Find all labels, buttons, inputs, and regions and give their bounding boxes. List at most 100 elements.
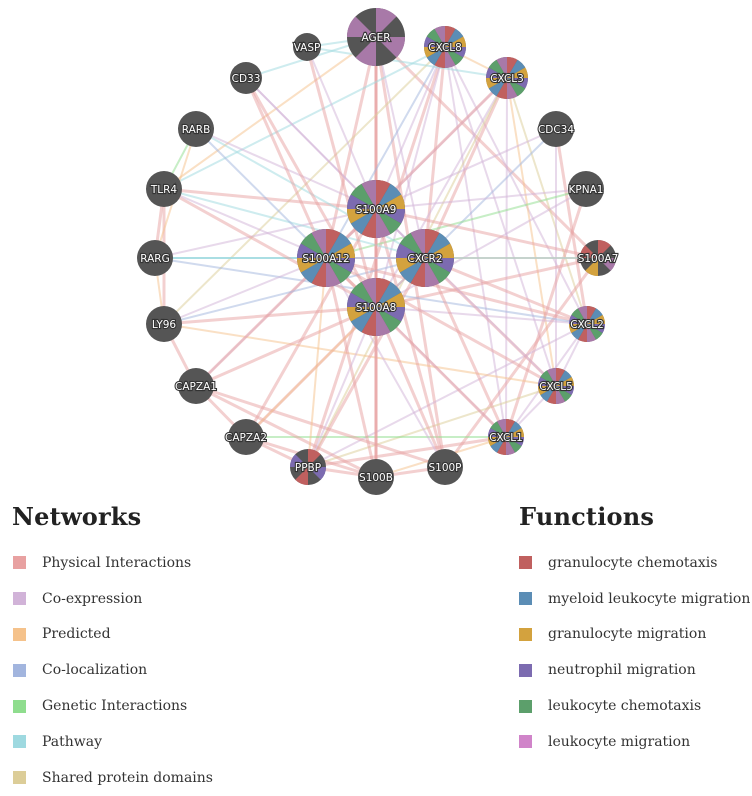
node-label: CXCL5 — [539, 381, 573, 393]
node-function-slice — [326, 229, 341, 258]
node-function-slice — [426, 28, 445, 47]
node-function-slice — [350, 281, 376, 307]
functions-legend-title: Functions — [519, 502, 655, 531]
edge-coexpression — [325, 257, 446, 468]
node-cdc34[interactable]: CDC34 — [537, 111, 575, 147]
node-function-slice — [580, 245, 598, 258]
node-circle — [427, 449, 463, 485]
edge-colocalization — [195, 128, 327, 259]
node-function-slice — [578, 324, 587, 342]
functions-swatch — [519, 627, 532, 641]
edge-coexpression — [375, 36, 426, 259]
node-cxcr2[interactable]: CXCR2 — [396, 229, 454, 287]
node-rarg[interactable]: RARG — [137, 240, 173, 276]
node-function-slice — [556, 386, 572, 402]
node-ager[interactable]: AGER — [347, 8, 405, 66]
networks-legend-item: Physical Interactions — [12, 545, 213, 581]
functions-legend-item: granulocyte chemotaxis — [519, 545, 750, 581]
networks-swatch — [13, 627, 26, 641]
node-function-slice — [326, 258, 352, 284]
node-kpna1[interactable]: KPNA1 — [567, 171, 605, 207]
node-label: CXCL1 — [489, 432, 523, 444]
edge-physical — [423, 256, 589, 326]
node-label: VASP — [294, 42, 321, 54]
edge-physical — [162, 187, 378, 211]
functions-legend-item: granulocyte migration — [519, 617, 750, 653]
edge-predicted — [506, 77, 557, 387]
node-function-slice — [488, 428, 506, 437]
node-label: CDC34 — [538, 124, 574, 136]
networks-legend-label: Genetic Interactions — [42, 698, 188, 715]
edge-coexpression — [375, 306, 588, 325]
node-function-slice — [556, 377, 574, 386]
node-function-slice — [376, 307, 402, 333]
edge-coexpression — [154, 208, 377, 259]
functions-legend-label: granulocyte chemotaxis — [548, 554, 718, 571]
node-circle — [178, 368, 214, 404]
node-s100a7[interactable]: S100A7 — [577, 240, 619, 276]
node-vasp[interactable]: VASP — [293, 33, 321, 61]
node-circle — [137, 240, 173, 276]
functions-legend-label: myeloid leukocyte migration — [548, 590, 751, 607]
node-circle — [230, 62, 262, 94]
node-function-slice — [497, 437, 506, 455]
edge-coexpression — [306, 46, 377, 210]
node-function-slice — [396, 243, 425, 258]
node-function-slice — [547, 386, 556, 404]
edge-physical — [306, 256, 427, 469]
networks-legend-label: Shared protein domains — [42, 769, 213, 786]
edge-physical — [162, 305, 378, 326]
node-cd33[interactable]: CD33 — [230, 62, 262, 94]
node-function-slice — [425, 258, 454, 273]
node-capza2[interactable]: CAPZA2 — [224, 419, 268, 455]
node-ppbp[interactable]: PPBP — [290, 449, 326, 485]
edge-physical — [324, 256, 558, 388]
node-cxcl8[interactable]: CXCL8 — [424, 26, 466, 68]
node-cxcl1[interactable]: CXCL1 — [488, 419, 524, 455]
node-label: CAPZA1 — [175, 381, 217, 393]
node-function-slice — [290, 454, 308, 467]
node-rarb[interactable]: RARB — [178, 111, 214, 147]
node-function-slice — [587, 315, 605, 324]
edge-physical — [374, 35, 600, 260]
node-s100a8[interactable]: S100A8 — [347, 278, 405, 336]
node-s100a12[interactable]: S100A12 — [297, 229, 355, 287]
node-s100a9[interactable]: S100A9 — [347, 180, 405, 238]
node-function-slice — [506, 437, 522, 453]
node-function-slice — [497, 419, 506, 437]
node-function-slice — [326, 232, 352, 258]
node-label: S100A12 — [302, 253, 349, 265]
node-cxcl5[interactable]: CXCL5 — [538, 368, 574, 404]
networks-legend-item: Pathway — [12, 724, 213, 760]
edge-physical — [306, 435, 508, 469]
node-ly96[interactable]: LY96 — [146, 306, 182, 342]
node-function-slice — [587, 324, 596, 342]
functions-legend-item: neutrophil migration — [519, 652, 750, 688]
node-tlr4[interactable]: TLR4 — [146, 171, 182, 207]
networks-legend-item: Predicted — [12, 617, 213, 653]
node-function-slice — [556, 386, 574, 395]
node-function-slice — [507, 78, 518, 99]
networks-legend-label: Co-expression — [42, 590, 143, 607]
edge-coexpression — [163, 188, 327, 259]
node-function-slice — [507, 57, 518, 78]
node-s100b[interactable]: S100B — [358, 459, 394, 495]
edge-physical — [374, 207, 447, 469]
node-cxcl2[interactable]: CXCL2 — [569, 306, 605, 342]
node-s100p[interactable]: S100P — [427, 449, 463, 485]
node-function-slice — [425, 258, 451, 284]
node-function-slice — [569, 315, 587, 324]
node-capza1[interactable]: CAPZA1 — [174, 368, 218, 404]
node-function-slice — [376, 209, 391, 238]
node-cxcl3[interactable]: CXCL3 — [486, 57, 528, 99]
networks-swatch — [13, 556, 26, 570]
node-function-slice — [376, 209, 402, 235]
node-circle — [146, 171, 182, 207]
node-label: CAPZA2 — [225, 432, 267, 444]
functions-legend-item: myeloid leukocyte migration — [519, 581, 750, 617]
node-function-slice — [425, 232, 451, 258]
node-function-slice — [488, 437, 506, 446]
edge-coexpression — [375, 77, 508, 308]
node-function-slice — [507, 78, 528, 89]
